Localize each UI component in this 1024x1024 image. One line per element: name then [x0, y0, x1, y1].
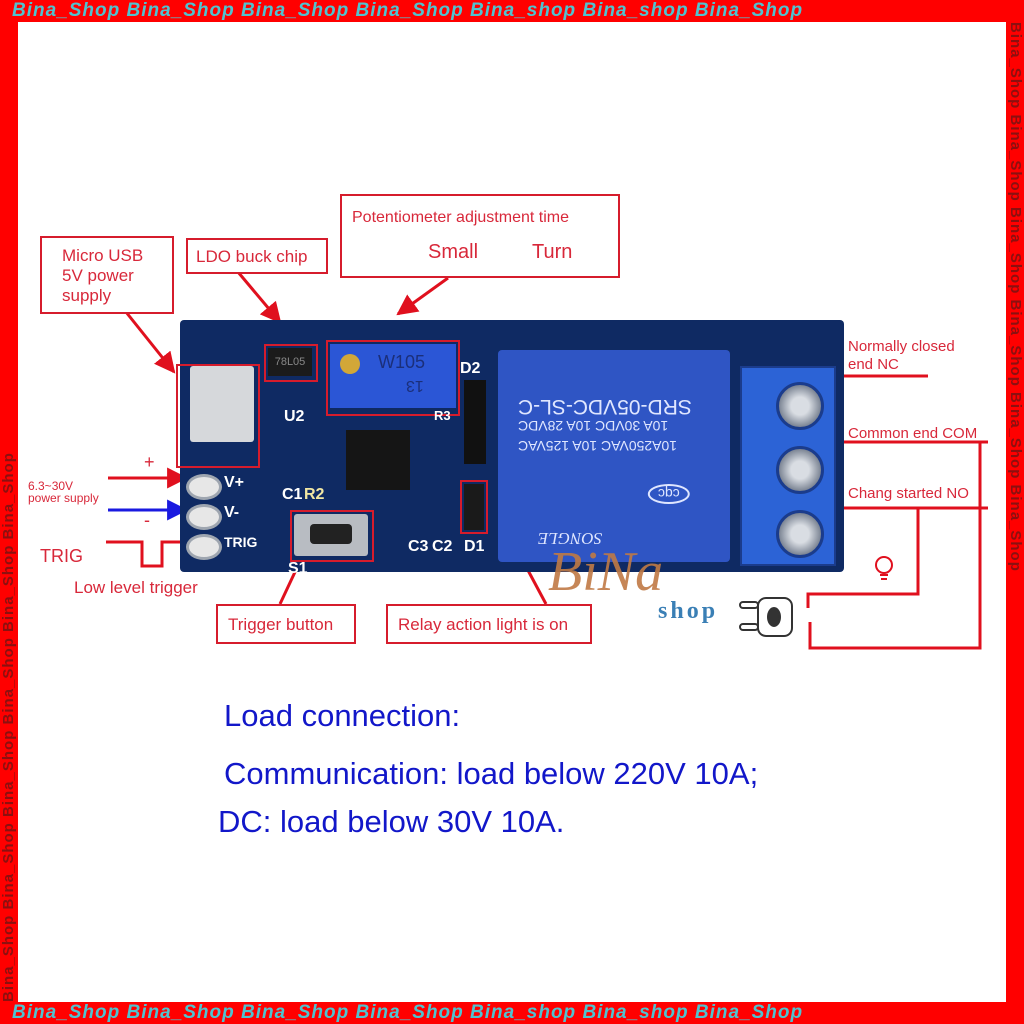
potentiometer: W105 13: [330, 344, 456, 408]
callout-micro-usb: Micro USB 5V power supply: [40, 236, 174, 314]
relay-led: [464, 484, 484, 530]
relay-rating-dc: 10A 30VDC 10A 28VDC: [518, 418, 669, 434]
relay-led-highlight: [460, 480, 488, 534]
timer-ic: [346, 430, 410, 490]
load-heading: Load connection:: [224, 698, 461, 733]
load-dc-line: DC: load below 30V 10A.: [218, 804, 565, 839]
pot-arrow: [396, 276, 449, 316]
callout-ldo-text: LDO buck chip: [196, 247, 308, 266]
terminal-screw-com[interactable]: [776, 446, 824, 494]
plug-icon: [739, 597, 793, 637]
c2-label: C2: [432, 538, 453, 555]
trig-label: TRIG: [40, 546, 83, 566]
micro-usb-port: [190, 366, 254, 442]
callout-micro-usb-text: Micro USB 5V power supply: [62, 246, 144, 305]
relay: SRD-05VDC-SL-C 10A 30VDC 10A 28VDC 10A25…: [498, 350, 730, 562]
pin-pad-trig: [186, 534, 222, 560]
ldo-chip: 78L05: [268, 348, 312, 376]
ldo-chip-text: 78L05: [274, 356, 306, 368]
s1-label: S1: [288, 560, 308, 577]
bulb-icon: [875, 556, 893, 580]
diagram-canvas: Micro USB 5V power supply LDO buck chip …: [18, 22, 1006, 1002]
com-wire: [808, 442, 982, 650]
bina-logo: BiNa shop: [548, 540, 715, 624]
usb-arrow: [124, 311, 176, 374]
trigger-button-highlight: [290, 510, 374, 562]
power-plus-label: +: [144, 452, 155, 472]
relay-light-text: Relay action light is on: [398, 615, 569, 634]
c3-label: C3: [408, 538, 429, 555]
u2-label: U2: [284, 408, 305, 425]
d2-label: D2: [460, 360, 481, 377]
callout-lines: [106, 238, 988, 650]
trigger-button-text: Trigger button: [228, 615, 334, 634]
r3-label: R3: [434, 408, 451, 423]
pot-highlight: [326, 340, 460, 416]
watermark-border-top: Bina_Shop Bina_Shop Bina_Shop Bina_Shop …: [0, 0, 1024, 22]
callout-potentiometer: Potentiometer adjustment time Small Turn: [340, 194, 620, 278]
watermark-text: Bina_Shop Bina_Shop Bina_Shop Bina_Shop …: [1007, 22, 1024, 572]
no-label: Chang started NO: [848, 485, 969, 502]
terminal-block: [740, 366, 836, 566]
pot-title-text: Potentiometer adjustment time: [352, 209, 569, 226]
nc-label: Normally closed end NC: [848, 338, 955, 373]
watermark-border-bottom: Bina_Shop Bina_Shop Bina_Shop Bina_Shop …: [0, 1002, 1024, 1024]
callout-relay-light: Relay action light is on: [386, 604, 592, 644]
terminal-screw-nc[interactable]: [776, 382, 824, 430]
d1-label: D1: [464, 538, 485, 555]
pot-turn-text: Turn: [532, 241, 573, 263]
usb-highlight: [176, 364, 260, 468]
pin-label-vminus: V-: [224, 504, 240, 521]
power-supply-label: 6.3~30V power supply: [28, 479, 99, 505]
watermark-border-left: Bina_Shop Bina_Shop Bina_Shop Bina_Shop …: [0, 22, 18, 1002]
d2-diode: [464, 380, 486, 464]
load-ac-line: Communication: load below 220V 10A;: [224, 756, 759, 791]
relay-module-board: 78L05 U2 W105 13 D2 R3 C1 R2 S1 C3 C2 D1…: [176, 320, 844, 577]
bina-logo-sub: shop: [658, 598, 719, 624]
pin-pad-vplus: [186, 474, 222, 500]
pin-label-trig: TRIG: [224, 534, 258, 550]
watermark-text: Bina_Shop Bina_Shop Bina_Shop Bina_Shop …: [12, 0, 804, 21]
pin-label-vplus: V+: [224, 474, 245, 491]
c1-label: C1: [282, 486, 303, 503]
power-minus-label: -: [144, 510, 150, 530]
relay-rating-ac: 10A250VAC 10A 125VAC: [518, 438, 678, 454]
r2-label: R2: [304, 486, 325, 503]
watermark-text: Bina_Shop Bina_Shop Bina_Shop Bina_Shop …: [0, 452, 17, 1002]
pot-label-1: W105: [378, 352, 426, 372]
relay-model: SRD-05VDC-SL-C: [518, 395, 692, 418]
terminal-screw-no[interactable]: [776, 510, 824, 558]
callout-trigger-button: Trigger button: [216, 604, 356, 644]
relay-cert: cqc: [648, 484, 690, 504]
ldo-arrow: [236, 271, 282, 324]
callout-ldo: LDO buck chip: [186, 238, 328, 274]
trigger-button-cap[interactable]: [310, 524, 352, 544]
low-level-trigger-label: Low level trigger: [74, 578, 198, 597]
watermark-text: Bina_Shop Bina_Shop Bina_Shop Bina_Shop …: [12, 1002, 804, 1023]
pot-screw: [340, 354, 360, 374]
ldo-highlight: [264, 344, 318, 382]
pin-pad-vminus: [186, 504, 222, 530]
trig-waveform: [106, 540, 190, 568]
trigger-button[interactable]: [294, 514, 368, 556]
com-label: Common end COM: [848, 425, 978, 442]
watermark-border-right: Bina_Shop Bina_Shop Bina_Shop Bina_Shop …: [1006, 22, 1024, 1002]
bina-logo-main: BiNa: [548, 541, 664, 603]
pot-small-text: Small: [428, 241, 479, 263]
